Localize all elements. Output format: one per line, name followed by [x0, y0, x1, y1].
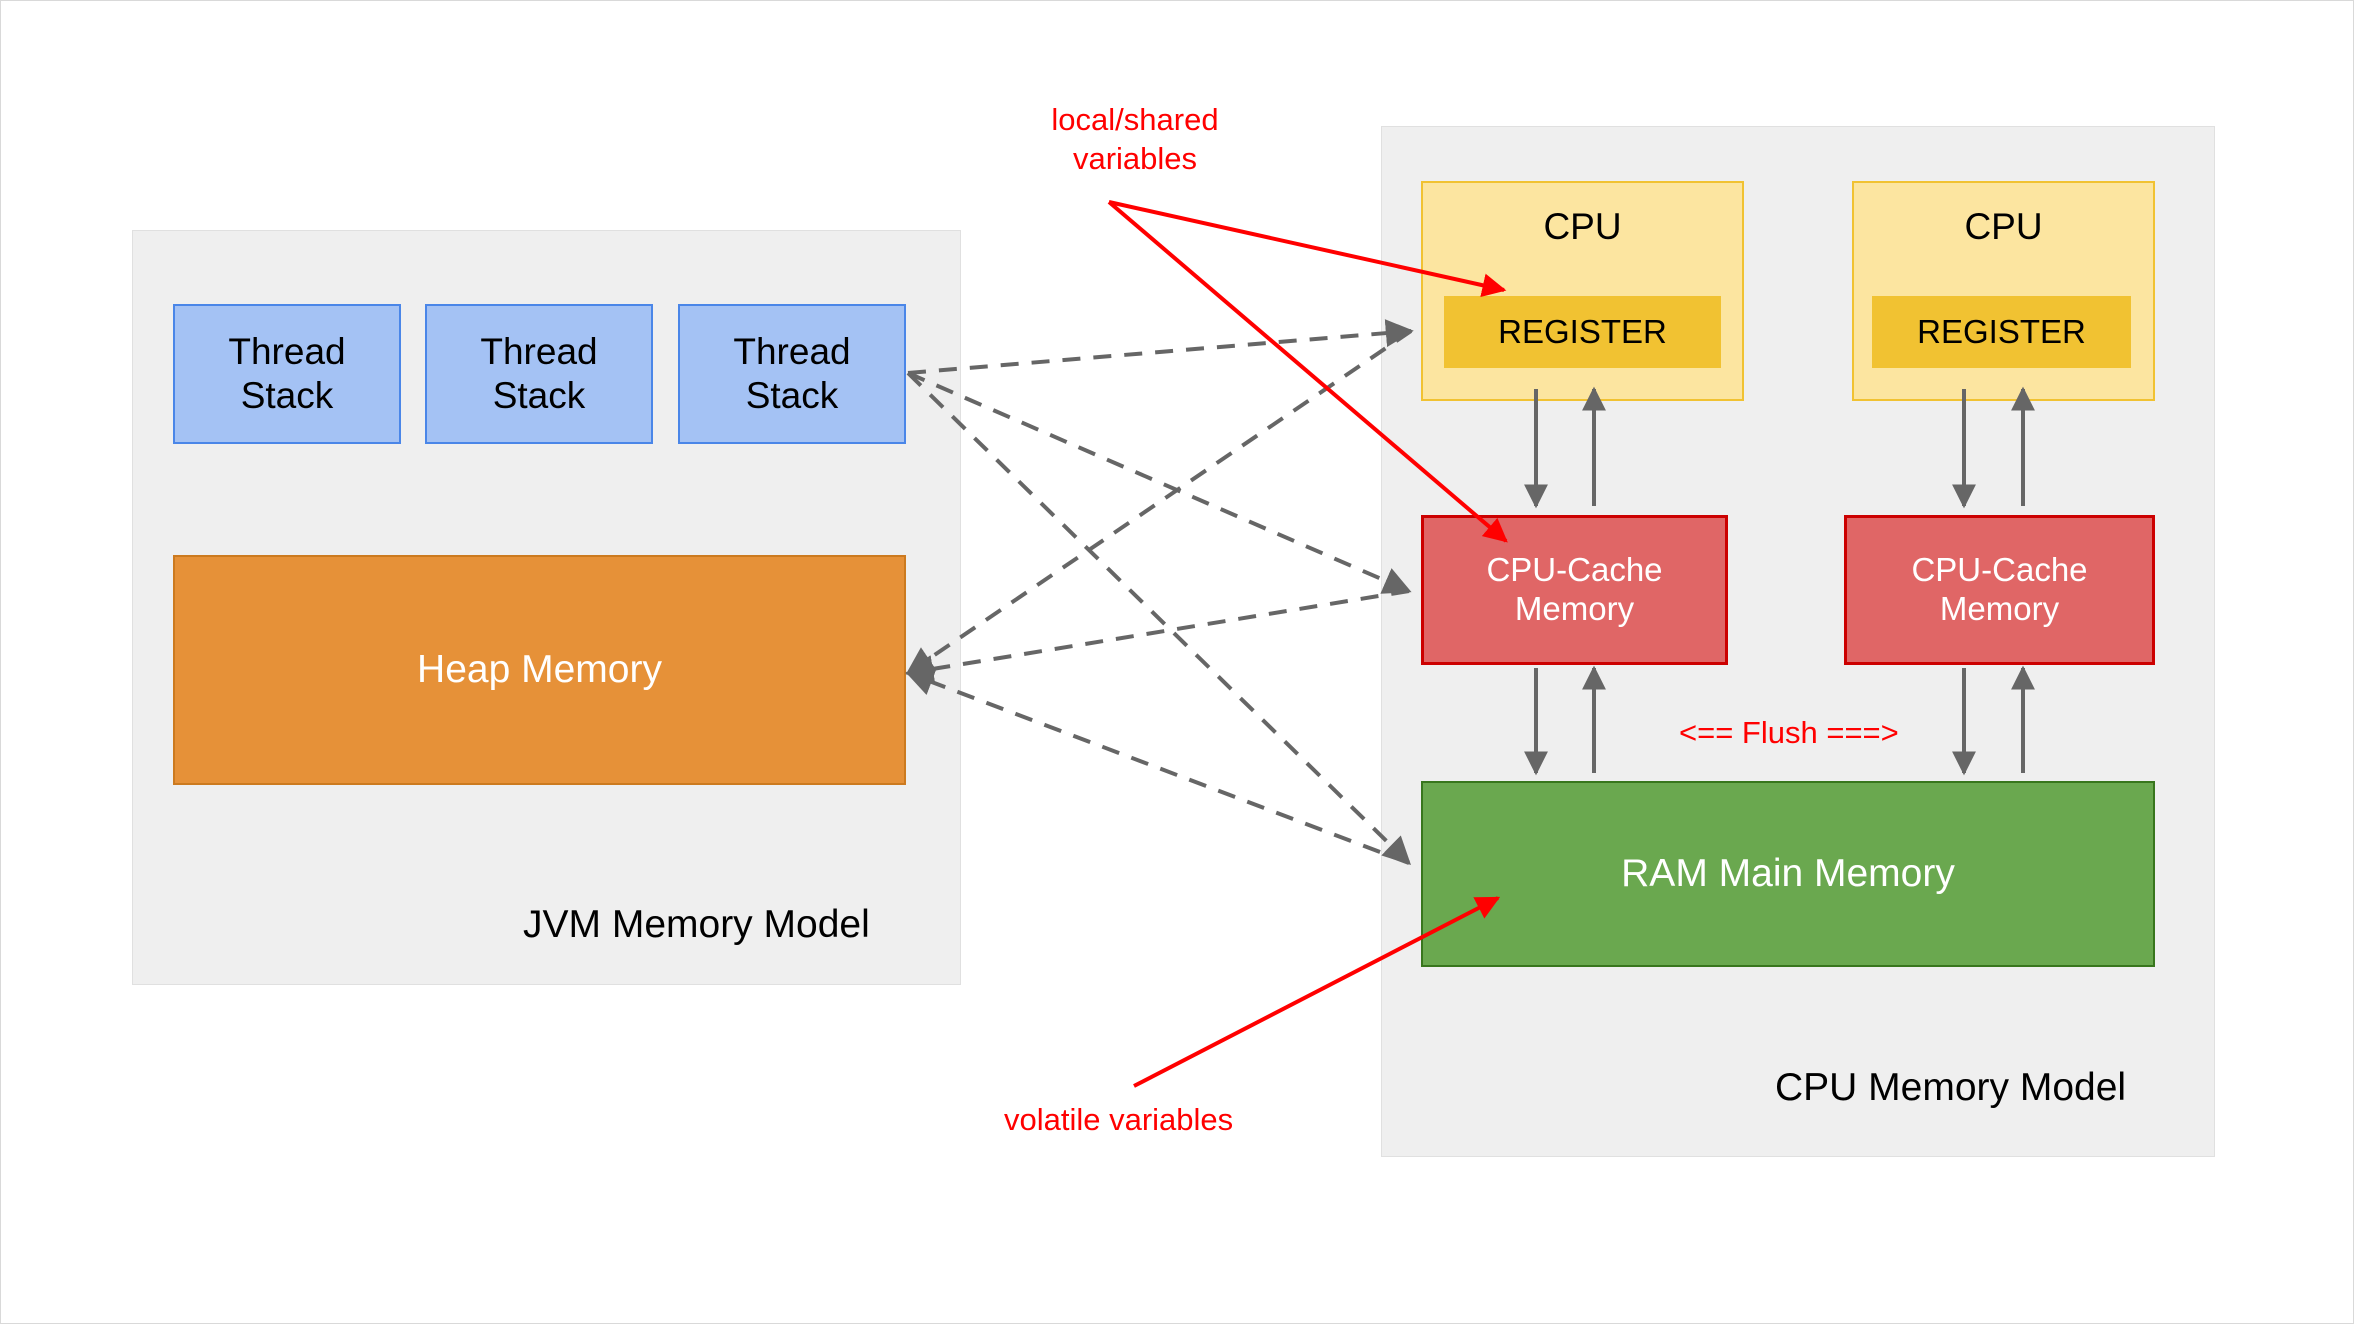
cpu-register-2[interactable]: REGISTER: [1872, 296, 2131, 368]
ram-main-memory-box[interactable]: RAM Main Memory: [1421, 781, 2155, 967]
thread-stack-box-3[interactable]: Thread Stack: [678, 304, 906, 444]
cpu-memory-model-label: CPU Memory Model: [1775, 1066, 2127, 1109]
cpu-box-1[interactable]: CPU: [1421, 181, 1744, 401]
thread-stack-box-1[interactable]: Thread Stack: [173, 304, 401, 444]
annotation-volatile-variables: volatile variables: [1004, 1102, 1234, 1137]
jvm-memory-model-label: JVM Memory Model: [523, 903, 870, 946]
cpu-cache-memory-1[interactable]: CPU-Cache Memory: [1421, 515, 1728, 665]
thread-stack-box-2[interactable]: Thread Stack: [425, 304, 653, 444]
heap-memory-box[interactable]: Heap Memory: [173, 555, 906, 785]
annotation-local-shared-variables: local/shared variables: [1051, 102, 1219, 176]
cpu-cache-memory-2[interactable]: CPU-Cache Memory: [1844, 515, 2155, 665]
cpu-box-2[interactable]: CPU: [1852, 181, 2155, 401]
flush-label: <== Flush ===>: [1679, 715, 1899, 750]
cpu-register-1[interactable]: REGISTER: [1444, 296, 1721, 368]
